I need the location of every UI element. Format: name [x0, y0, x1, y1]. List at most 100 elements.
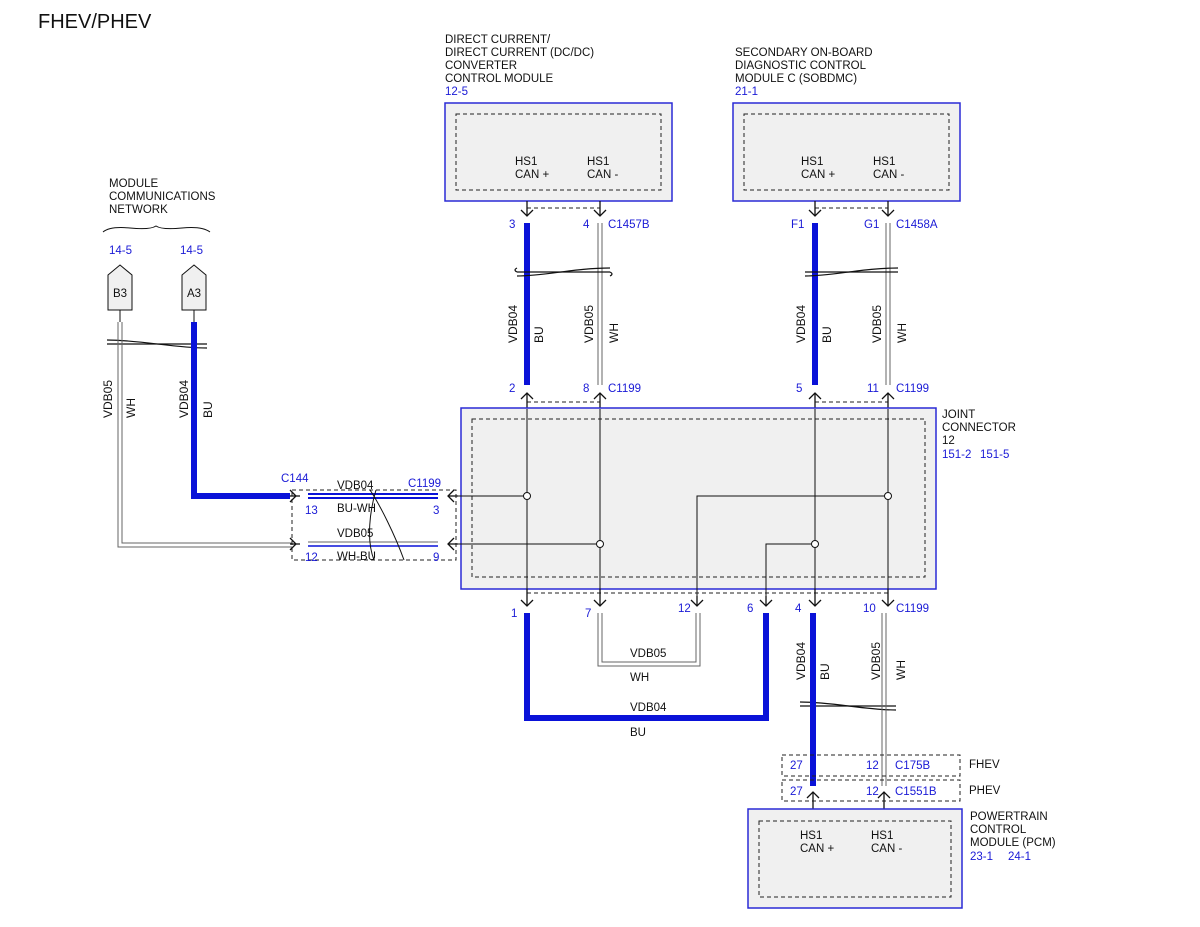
joint-bot-pin-12: 12	[678, 603, 691, 615]
joint-bot-pin-7: 7	[585, 608, 591, 620]
joint-name-3: 12	[942, 435, 955, 447]
wire-color-wh-dcdc: WH	[607, 323, 621, 343]
dcdc-ref: 12-5	[445, 86, 468, 98]
wire-color-wh-pcm: WH	[894, 660, 908, 680]
pcm-pin-minus-1: HS1	[871, 830, 893, 842]
c1199-pin-9: 9	[433, 552, 439, 564]
wire-label-vdb04-left: VDB04	[177, 380, 191, 418]
wire-label-vdb04-dcdc: VDB04	[506, 305, 520, 343]
joint-top-pin-5: 5	[796, 383, 802, 395]
pcm-ref-a: 23-1	[970, 851, 993, 863]
sobdmc-pin-plus-2: CAN +	[801, 169, 835, 181]
wire-label-vdb05-sobdmc: VDB05	[870, 305, 884, 343]
joint-top-pin-11: 11	[867, 383, 879, 395]
pcm-name-1: POWERTRAIN	[970, 811, 1048, 823]
wire-color-wh-sobdmc: WH	[895, 323, 909, 343]
loop-label-vdb04: VDB04	[630, 702, 667, 714]
pcm-pin-plus-2: CAN +	[800, 843, 834, 855]
wire-color-bu-left: BU	[201, 401, 215, 418]
loop-label-vdb05: VDB05	[630, 648, 666, 660]
c144-pin-12: 12	[305, 552, 318, 564]
wire-color-bu-sobdmc: BU	[820, 326, 834, 343]
network-label-1: MODULE	[109, 178, 159, 190]
c1199-pin-3: 3	[433, 505, 439, 517]
wire-color-bu-dcdc: BU	[532, 326, 546, 343]
dcdc-name-3: CONVERTER	[445, 60, 517, 72]
c175b-connector: C175B	[895, 760, 930, 772]
wire-label-vdb05-pcm: VDB05	[869, 642, 883, 680]
joint-name-2: CONNECTOR	[942, 422, 1016, 434]
dcdc-pin-b: 4	[583, 219, 590, 231]
sobdmc-connector: C1458A	[896, 219, 938, 231]
wire-label-vdb04-pcm: VDB04	[794, 642, 808, 680]
network-pin-b3: B3	[113, 288, 127, 300]
pcm-module: HS1 CAN + HS1 CAN - POWERTRAIN CONTROL M…	[747, 808, 1056, 909]
joint-ref-a: 151-2	[942, 449, 971, 461]
joint-bot-pin-10: 10	[863, 603, 876, 615]
page-title: FHEV/PHEV	[38, 11, 152, 33]
pcm-pin-plus-1: HS1	[800, 830, 822, 842]
dcdc-pin-minus-1: HS1	[587, 156, 609, 168]
sobdmc-name-2: DIAGNOSTIC CONTROL	[735, 60, 867, 72]
wire-color-wh-left: WH	[124, 398, 138, 418]
wire-label-vdb05-dcdc: VDB05	[582, 305, 596, 343]
network-ref-left: 14-5	[109, 245, 132, 257]
joint-bot-pin-6: 6	[747, 603, 753, 615]
joint-top-pin-8: 8	[583, 383, 589, 395]
joint-top-connector-left: C1199	[608, 383, 641, 395]
dcdc-pin-plus-1: HS1	[515, 156, 537, 168]
sobdmc-module: SECONDARY ON-BOARD DIAGNOSTIC CONTROL MO…	[732, 47, 961, 202]
c1551b-pin-b: 12	[866, 786, 879, 798]
wire-color-bu-pcm: BU	[818, 663, 832, 680]
sobdmc-pin-b: G1	[864, 219, 879, 231]
pcm-ref-b: 24-1	[1008, 851, 1031, 863]
dcdc-name-4: CONTROL MODULE	[445, 73, 554, 85]
side-color-wh-bu: WH-BU	[337, 551, 376, 563]
dcdc-connector: C1457B	[608, 219, 650, 231]
network-label-3: NETWORK	[109, 204, 168, 216]
c144-connector: C144	[281, 473, 309, 485]
joint-ref-b: 151-5	[980, 449, 1009, 461]
dcdc-pin-plus-2: CAN +	[515, 169, 549, 181]
joint-top-pin-2: 2	[509, 383, 515, 395]
joint-bot-pin-1: 1	[511, 608, 517, 620]
pcm-name-3: MODULE (PCM)	[970, 837, 1056, 849]
sobdmc-ref: 21-1	[735, 86, 758, 98]
joint-bot-pin-4: 4	[795, 603, 802, 615]
c175b-pin-a: 27	[790, 760, 803, 772]
fhev-label: FHEV	[969, 759, 1000, 771]
sobdmc-pin-minus-1: HS1	[873, 156, 895, 168]
sobdmc-name-1: SECONDARY ON-BOARD	[735, 47, 873, 59]
dcdc-name-2: DIRECT CURRENT (DC/DC)	[445, 47, 594, 59]
joint-top-connector-right: C1199	[896, 383, 929, 395]
pcm-pin-minus-2: CAN -	[871, 843, 902, 855]
sobdmc-pin-minus-2: CAN -	[873, 169, 904, 181]
wire-label-vdb04-sobdmc: VDB04	[794, 305, 808, 343]
wire-label-vdb05-left: VDB05	[101, 380, 115, 418]
side-label-vdb05: VDB05	[337, 528, 373, 540]
c175b-pin-b: 12	[866, 760, 879, 772]
joint-name-1: JOINT	[942, 409, 975, 421]
dcdc-module: DIRECT CURRENT/ DIRECT CURRENT (DC/DC) C…	[444, 34, 673, 202]
side-label-vdb04: VDB04	[337, 480, 374, 492]
c1551b-pin-a: 27	[790, 786, 803, 798]
sobdmc-pin-a: F1	[791, 219, 804, 231]
sobdmc-name-3: MODULE C (SOBDMC)	[735, 73, 857, 85]
side-color-bu-wh: BU-WH	[337, 503, 376, 515]
network-ref-right: 14-5	[180, 245, 203, 257]
phev-label: PHEV	[969, 785, 1001, 797]
c1199-side-connector: C1199	[408, 478, 441, 490]
c144-pin-13: 13	[305, 505, 318, 517]
joint-connector: JOINT CONNECTOR 12 151-2 151-5	[460, 407, 1016, 590]
pcm-name-2: CONTROL	[970, 824, 1027, 836]
loop-color-bu: BU	[630, 727, 646, 739]
network-pin-a3: A3	[187, 288, 201, 300]
sobdmc-pin-plus-1: HS1	[801, 156, 823, 168]
dcdc-pin-minus-2: CAN -	[587, 169, 618, 181]
joint-bot-connector: C1199	[896, 603, 929, 615]
network-label-2: COMMUNICATIONS	[109, 191, 216, 203]
c1551b-connector: C1551B	[895, 786, 937, 798]
loop-color-wh: WH	[630, 672, 649, 684]
